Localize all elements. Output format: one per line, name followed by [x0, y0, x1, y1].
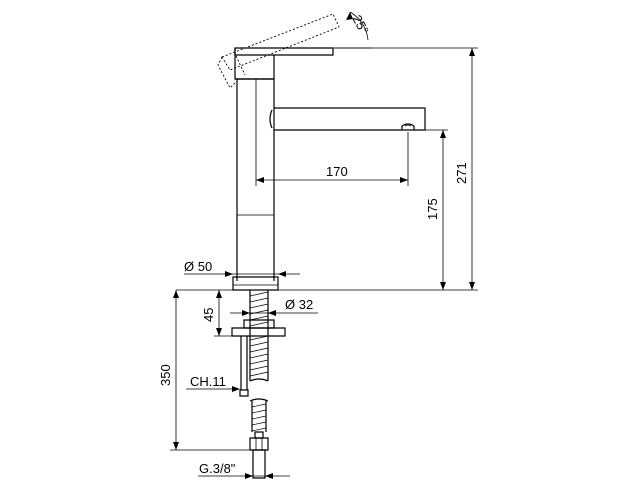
hose-thread-end	[252, 449, 266, 479]
label-hose-length: 350	[158, 364, 173, 386]
label-hose-thread: G.3/8"	[199, 461, 236, 476]
label-spout-height: 175	[425, 198, 440, 220]
dimension-lines	[170, 11, 478, 479]
label-wrench-size: CH.11	[190, 374, 226, 389]
label-body-diameter: Ø 50	[184, 259, 212, 274]
shank-hatching	[249, 291, 269, 377]
lever-open-position	[217, 13, 340, 89]
fixing-plate	[231, 327, 286, 337]
label-shank-diameter: Ø 32	[285, 297, 313, 312]
under-counter-assembly	[176, 289, 478, 479]
flex-hose-right	[251, 401, 267, 432]
label-lever-angle: 25°	[349, 12, 371, 36]
lever-cap	[234, 48, 275, 80]
spout	[274, 107, 426, 131]
label-shank-length: 45	[201, 308, 216, 322]
fixing-nut	[243, 319, 275, 329]
flex-hose-left	[240, 336, 248, 390]
aerator	[401, 123, 415, 130]
label-spout-reach: 170	[326, 164, 348, 179]
hose-connector	[254, 431, 264, 439]
base-ring	[232, 276, 279, 291]
label-total-height: 271	[454, 162, 469, 184]
